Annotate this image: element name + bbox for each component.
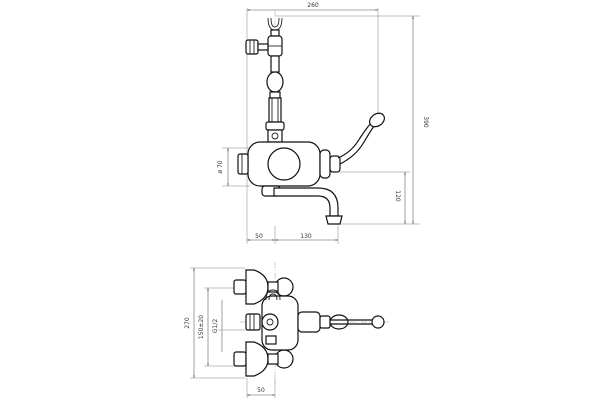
plan-view: 270 150±20 G1/2 50 — [184, 262, 390, 398]
dim-overall-height: 390 — [422, 116, 429, 128]
plan-lever — [297, 311, 385, 333]
shower-hook — [267, 17, 283, 37]
mixer-body — [237, 141, 341, 187]
side-valve — [245, 39, 269, 55]
dim-plan-height: 270 — [184, 317, 191, 329]
front-view: 260 390 120 ø 70 50 130 — [217, 2, 429, 244]
dim-plan-offset: 50 — [257, 387, 265, 394]
dim-spout-reach: 130 — [300, 233, 312, 240]
plan-mixer-body — [245, 289, 299, 351]
shower-riser — [265, 35, 285, 143]
bath-spout — [261, 185, 343, 225]
dim-spout-height: 120 — [394, 190, 401, 202]
dim-overall-width: 260 — [307, 2, 319, 9]
upper-connection — [233, 269, 294, 305]
dim-body-diameter: ø 70 — [217, 160, 224, 173]
dim-wall-offset: 50 — [255, 233, 263, 240]
dim-center-distance: 150±20 — [198, 315, 205, 339]
dim-thread: G1/2 — [212, 319, 219, 333]
lower-connection — [233, 341, 294, 377]
lever-handle — [337, 112, 386, 165]
